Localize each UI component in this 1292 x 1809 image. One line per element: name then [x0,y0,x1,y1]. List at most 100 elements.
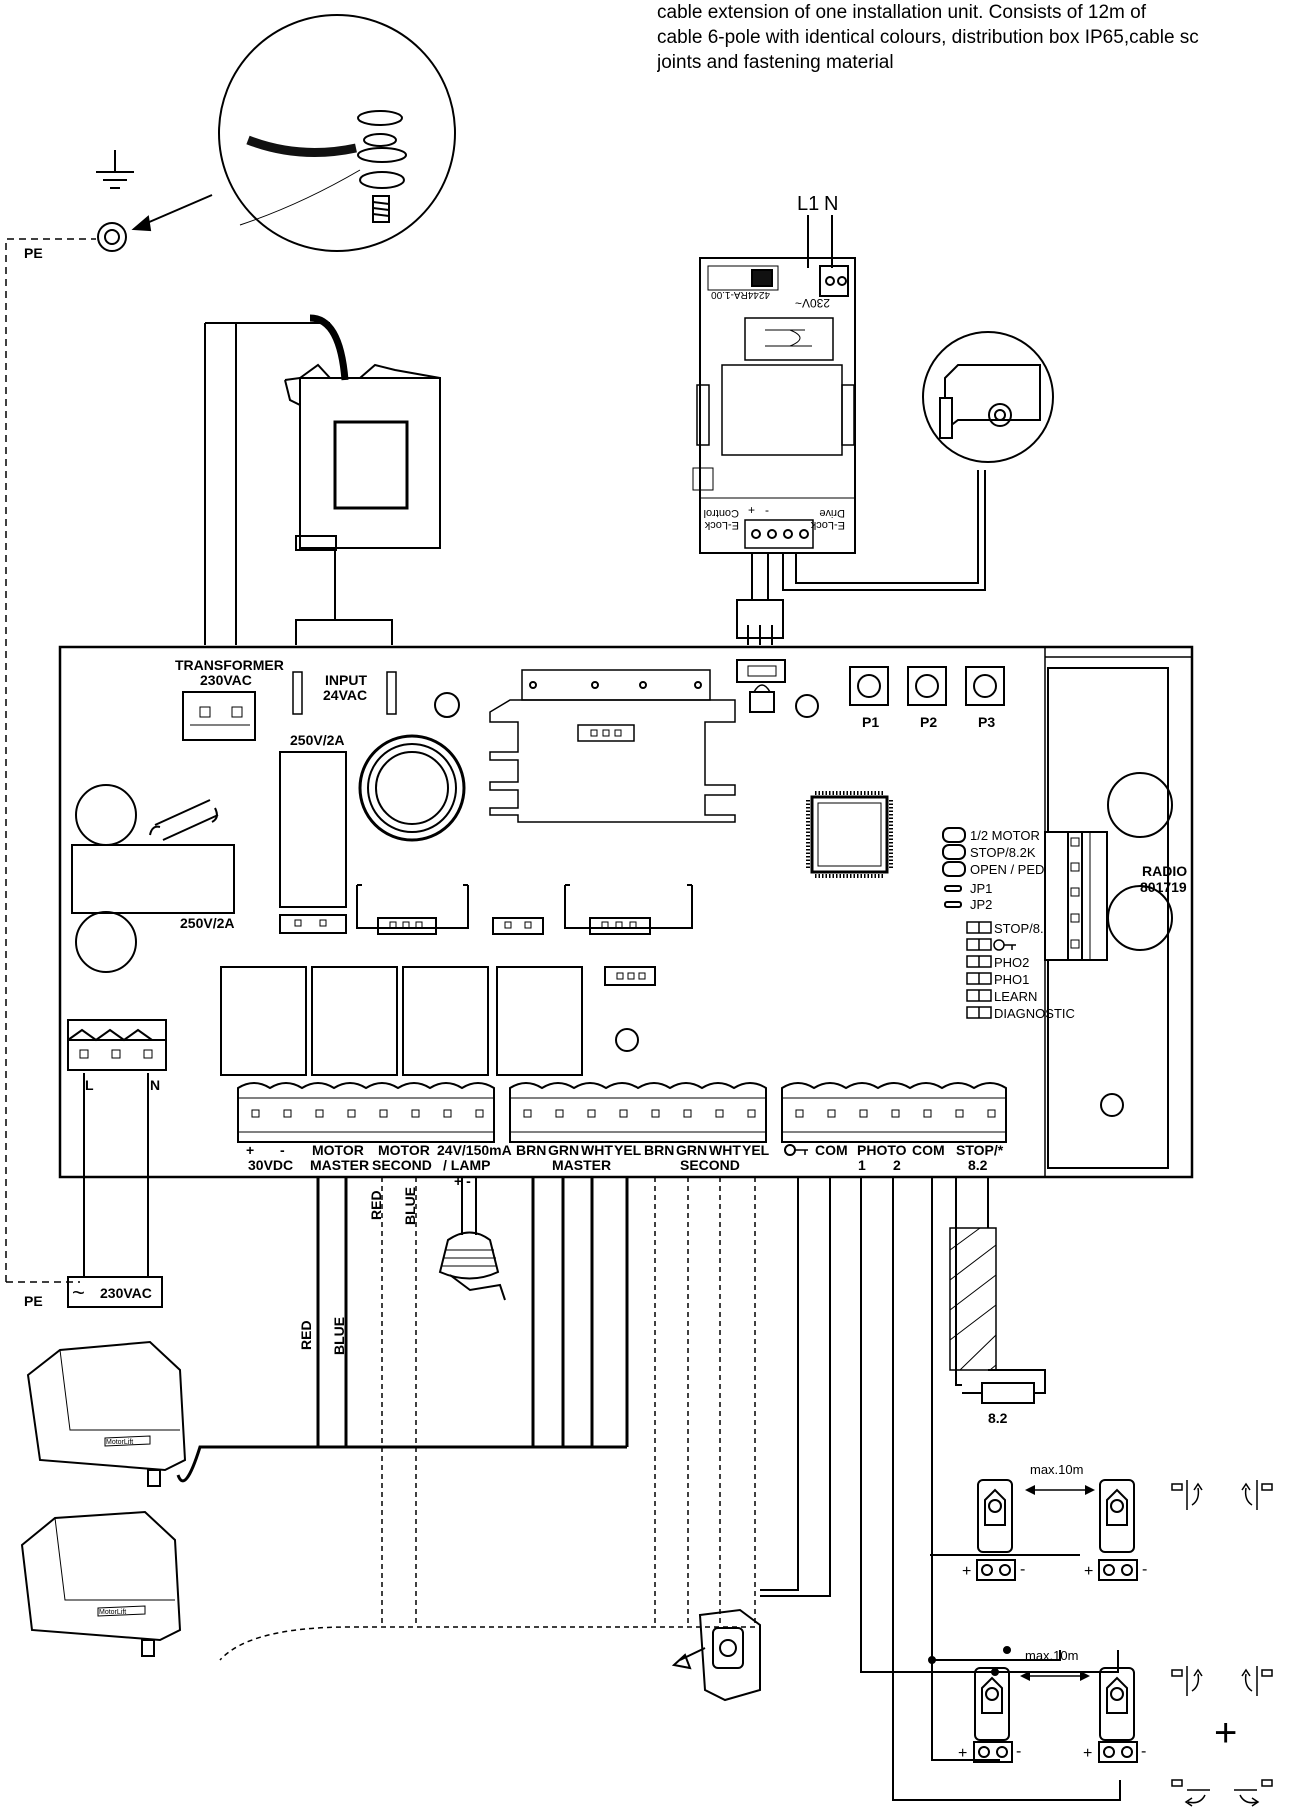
led-label-diagnostic: DIAGNOSTIC [994,1006,1075,1021]
motor-brand-2: MotorLift [99,1609,126,1616]
led-keyswitch-icon [993,939,1005,951]
button-p2-label: P2 [920,714,937,730]
term-brn-2: BRN [644,1142,674,1158]
fuse-label-2: 250V/2A [180,915,234,931]
term-photo-1: 1 [858,1157,866,1173]
elock-control-label-2: Control [704,507,739,519]
wire-red-1: RED [298,1320,314,1350]
photocell-tx-2-icon: + - [958,1667,1021,1763]
term-lamp-sub: / LAMP [443,1157,490,1173]
svg-text:~: ~ [72,1280,85,1305]
button-p3-label: P3 [978,714,995,730]
mains-l-label: L [85,1077,94,1093]
term-wht-2: WHT [709,1142,741,1158]
elock-plus-label: + [748,503,755,517]
elock-drive-label-2: Drive [819,507,845,519]
term-brn-1: BRN [516,1142,546,1158]
combination-plus: + [1214,1711,1237,1755]
fuse-1 [279,751,347,908]
term-photo: PHOTO [857,1142,907,1158]
term-grn-1: GRN [548,1142,579,1158]
terminal-block-motor: + - MOTOR MOTOR 24V/150mA 30VDC MASTER S… [237,1082,512,1189]
radio-label: RADIO [1142,863,1187,879]
term-second-sub: SECOND [680,1157,740,1173]
ground-terminal-icon [97,222,127,252]
elock-control-label-1: E-Lock [704,519,739,531]
term-stop: STOP/* [956,1142,1004,1158]
wire-blue-2: BLUE [402,1187,418,1225]
gate-direction-2-icon: + [1171,1666,1273,1807]
supply-n-label: N [824,193,838,215]
input-voltage-label: 24VAC [323,687,367,703]
transformer-label: TRANSFORMER [175,657,284,673]
term-plus: + [246,1142,254,1158]
pe-label-bottom: PE [24,1293,43,1309]
fuse-holder-small [149,799,219,841]
led-label-stop: STOP/8.2K [994,921,1060,936]
jumper-label-stop: STOP/8.2K [970,845,1036,860]
photocells-1: max.10m + - + - [962,1462,1273,1581]
ground-zoom-circle [218,14,456,252]
button-p3[interactable]: P3 [965,666,1005,730]
terminal-block-encoder: BRN GRN WHT YEL BRN GRN WHT YEL MASTER S… [509,1082,770,1173]
led-label-learn: LEARN [994,989,1037,1004]
term-motor-second: MOTOR [378,1142,430,1158]
mains-terminal: L N [67,1019,167,1277]
ground-detail: PE PE ~ 230VAC [5,14,456,1309]
term-yel-2: YEL [742,1142,770,1158]
led-label-pho2: PHO2 [994,955,1029,970]
heatsink [489,669,736,823]
wiring: RED BLUE RED BLUE [176,1177,1121,1801]
svg-text:+: + [1083,1745,1092,1762]
term-lamp: 24V/150mA [437,1142,512,1158]
term-second: SECOND [372,1157,432,1173]
max-distance-1: max.10m [1030,1462,1083,1477]
button-p1[interactable]: P1 [849,666,889,730]
term-master-sub: MASTER [552,1157,611,1173]
button-p1-label: P1 [862,714,879,730]
jumper-block: 1/2 MOTOR STOP/8.2K OPEN / PED JP1 JP2 [942,827,1044,912]
svg-text:-: - [1142,1561,1147,1578]
svg-text:+: + [962,1563,971,1580]
pe-label-top: PE [24,245,43,261]
term-com-1: COM [815,1142,848,1158]
term-com-2: COM [912,1142,945,1158]
transformer [204,314,441,645]
nut-stack-icon [357,110,407,223]
terminal-block-safety: COM PHOTO COM STOP/* 1 2 8.2 [781,1082,1007,1173]
capacitor-big [358,734,466,842]
keyswitch-term-icon [784,1144,796,1156]
elock-module: L1 N 230V~ 4244RA-1.00 E-Lock Control E-… [692,193,1054,645]
term-motor-master: MOTOR [312,1142,364,1158]
mains-n-label: N [150,1077,160,1093]
wire-blue-1: BLUE [331,1317,347,1355]
svg-text:+: + [958,1745,967,1762]
supply-l1-label: L1 [797,193,819,215]
fuse-label-1: 250V/2A [290,732,344,748]
control-board: TRANSFORMER 230VAC INPUT 24VAC 250V/2A [58,645,1194,1277]
key-switch-icon [671,1608,761,1702]
motor-master-icon: MotorLift [26,1340,187,1487]
radio-module: RADIO 801719 [1044,667,1187,1169]
jp2-label: JP2 [970,897,992,912]
svg-text:-: - [1141,1743,1146,1760]
term-grn-2: GRN [676,1142,707,1158]
svg-text:-: - [1016,1743,1021,1760]
motor-brand-1: MotorLift [106,1439,133,1446]
electric-lock-icon [939,364,1041,439]
caption-line-2: cable 6-pole with identical colours, dis… [657,27,1199,48]
resistor-8-2 [981,1382,1035,1404]
elock-minus-label: - [765,503,769,517]
button-p2[interactable]: P2 [907,666,947,730]
input-label: INPUT [325,672,367,688]
radio-part-number: 801719 [1140,879,1187,895]
caption: cable extension of one installation unit… [657,0,1292,75]
transformer-voltage-label: 230VAC [200,672,252,688]
term-30vdc: 30VDC [248,1157,293,1173]
term-wht-1: WHT [581,1142,613,1158]
mains-230vac-box [67,1276,163,1308]
led-label-pho1: PHO1 [994,972,1029,987]
jumper-label-open-ped: OPEN / PED [970,862,1044,877]
microcontroller [806,791,893,878]
